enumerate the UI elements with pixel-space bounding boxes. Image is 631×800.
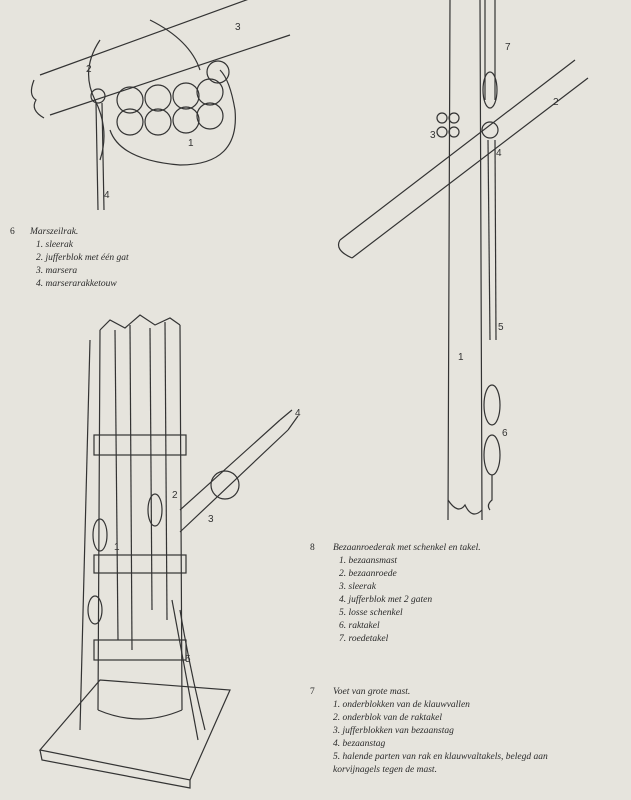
fig8-callout-7: 7 xyxy=(505,42,511,53)
figure-6-illustration: 3 2 1 4 xyxy=(30,0,291,211)
legend-item: 3. sleerak xyxy=(339,582,376,592)
figure-number: 7 xyxy=(310,687,315,697)
legend-item: 4. bezaanstag xyxy=(333,739,386,749)
legend-list: 1. bezaansmast 2. bezaanroede 3. sleerak… xyxy=(339,555,610,646)
fig8-callout-2: 2 xyxy=(553,97,559,108)
legend-item: 5. losse schenkel xyxy=(339,608,403,618)
legend-list: 1. sleerak 2. jufferblok met één gat 3. … xyxy=(36,239,210,291)
legend-item: 2. bezaanroede xyxy=(339,569,397,579)
legend-item: 5. halende parten van rak en klauwvaltak… xyxy=(333,752,548,762)
fig8-callout-4: 4 xyxy=(496,148,502,159)
legend-item: 4. jufferblok met 2 gaten xyxy=(339,595,433,605)
legend-item: 4. marserarakketouw xyxy=(36,279,117,289)
legend-item: 3. marsera xyxy=(36,266,78,276)
fig7-callout-3: 3 xyxy=(208,514,214,525)
figure-7-caption: 7 Voet van grote mast. 1. onderblokken v… xyxy=(310,686,610,777)
fig6-callout-4: 4 xyxy=(104,190,110,201)
fig7-callout-4: 4 xyxy=(295,408,301,419)
legend-item: 3. jufferblokken van bezaanstag xyxy=(333,726,454,736)
figure-title: Voet van grote mast. xyxy=(333,687,411,697)
figure-7-illustration: 4 2 3 1 5 xyxy=(38,314,301,789)
legend-item: 6. raktakel xyxy=(339,621,380,631)
figure-number: 6 xyxy=(10,227,15,237)
figure-8-caption: 8 Bezaanroederak met schenkel en takel. … xyxy=(310,542,610,646)
fig7-callout-2: 2 xyxy=(172,490,178,501)
figure-title: Marszeilrak. xyxy=(30,227,79,237)
fig6-callout-2: 2 xyxy=(86,64,92,75)
fig8-callout-3: 3 xyxy=(430,130,436,141)
fig8-callout-5: 5 xyxy=(498,322,504,333)
fig8-callout-6: 6 xyxy=(502,428,508,439)
figure-6-caption: 6 Marszeilrak. 1. sleerak 2. jufferblok … xyxy=(10,226,210,291)
legend-item: 2. onderblok van de raktakel xyxy=(333,713,442,723)
fig6-callout-3: 3 xyxy=(235,22,241,33)
legend-item: 7. roedetakel xyxy=(339,634,389,644)
figure-number: 8 xyxy=(310,543,315,553)
fig7-callout-5: 5 xyxy=(185,654,191,665)
fig8-callout-1: 1 xyxy=(458,352,464,363)
legend-item: 1. sleerak xyxy=(36,240,73,250)
legend-item: korvijnagels tegen de mast. xyxy=(333,765,437,775)
figure-8-illustration: 7 2 3 4 5 1 6 xyxy=(337,0,589,521)
fig7-callout-1: 1 xyxy=(114,542,120,553)
fig6-callout-1: 1 xyxy=(188,138,194,149)
parrel-beads xyxy=(116,60,230,136)
legend-list: 1. onderblokken van de klauwvallen 2. on… xyxy=(333,699,610,777)
legend-item: 1. onderblokken van de klauwvallen xyxy=(333,700,470,710)
legend-item: 1. bezaansmast xyxy=(339,556,398,566)
figure-title: Bezaanroederak met schenkel en takel. xyxy=(333,543,481,553)
legend-item: 2. jufferblok met één gat xyxy=(36,253,129,263)
